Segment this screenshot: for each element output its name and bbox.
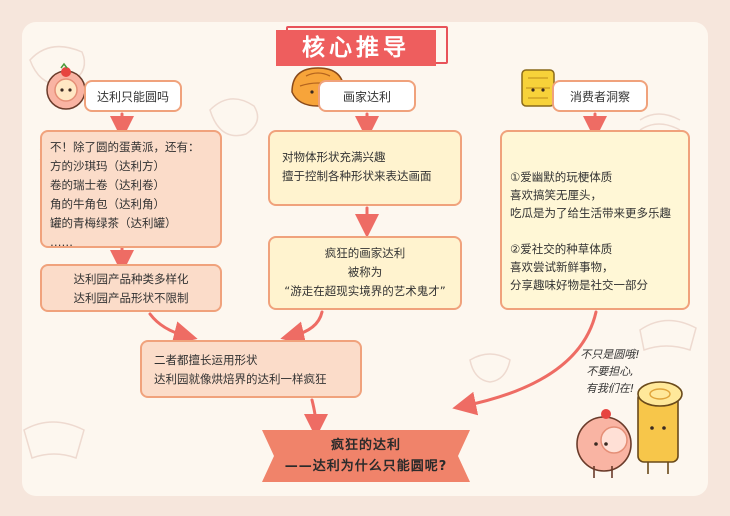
conclusion-line: ——达利为什么只能圆呢? <box>284 459 448 474</box>
box-line: 达利园就像烘焙界的达利一样疯狂 <box>154 372 327 386</box>
box-line: 二者都擅长运用形状 <box>154 353 258 367</box>
box-line: 疯狂的画家达利 <box>324 246 406 260</box>
question-dali-only-round: 达利只能圆吗 <box>84 80 182 112</box>
box-line: 喜欢搞笑无厘头， <box>510 188 602 202</box>
box-line: 不！除了圆的蛋黄派，还有： <box>50 140 200 154</box>
box-line: 喜欢尝试新鲜事物， <box>510 260 614 274</box>
arrow-col2-merge <box>280 310 324 345</box>
box-shape-interest: 对物体形状充满兴趣 擅于控制各种形状来表达画面 <box>268 130 462 206</box>
header-label: 消费者洞察 <box>569 89 630 104</box>
peach-cake-roll-icon <box>576 409 632 478</box>
box-line: ②爱社交的种草体质 <box>510 242 613 256</box>
box-line: 吃瓜是为了给生活带来更多乐趣 <box>510 206 671 220</box>
header-painter-dali: 画家达利 <box>318 80 416 112</box>
box-line: 卷的瑞士卷（达利卷） <box>50 178 165 192</box>
question-label: 达利只能圆吗 <box>96 89 169 104</box>
box-line: 达利园产品形状不限制 <box>73 291 189 305</box>
box-line: 角的牛角包（达利角） <box>50 197 165 211</box>
speech-line: 有我们在! <box>585 382 635 395</box>
box-line: 被称为 <box>347 265 383 279</box>
arrow-col1-merge <box>148 312 198 345</box>
conclusion-line: 疯狂的达利 <box>330 438 401 453</box>
speech-line: 不要担心, <box>586 365 634 378</box>
box-line: “游走在超现实境界的艺术鬼才” <box>284 284 446 298</box>
box-crazy-painter: 疯狂的画家达利 被称为 “游走在超现实境界的艺术鬼才” <box>268 236 462 310</box>
box-line: 擅于控制各种形状来表达画面 <box>282 169 432 183</box>
box-consumer-traits: ①爱幽默的玩梗体质 喜欢搞笑无厘头， 吃瓜是为了给生活带来更多乐趣 ②爱社交的种… <box>500 130 690 310</box>
box-line: 方的沙琪玛（达利方） <box>50 159 165 173</box>
speech-bubble: 不只是圆哦! 不要担心, 有我们在! <box>564 346 656 402</box>
speech-line: 不只是圆哦! <box>580 348 640 361</box>
box-line: 达利园产品种类多样化 <box>73 272 189 286</box>
title-banner: 核心推导 <box>276 26 448 66</box>
box-line: 罐的青梅绿茶（达利罐） <box>50 216 177 230</box>
box-other-shapes: 不！除了圆的蛋黄派，还有： 方的沙琪玛（达利方） 卷的瑞士卷（达利卷） 角的牛角… <box>40 130 222 249</box>
arrow-col3-final <box>452 310 598 416</box>
swiss-roll-icon <box>637 381 683 474</box>
header-label: 画家达利 <box>342 89 391 104</box>
box-line: 对物体形状充满兴趣 <box>282 150 386 164</box>
box-line: …… <box>50 235 73 249</box>
box-line: ①爱幽默的玩梗体质 <box>510 170 613 184</box>
box-merge: 二者都擅长运用形状 达利园就像烘焙界的达利一样疯狂 <box>140 340 362 398</box>
box-line: 分享趣味好物是社交一部分 <box>510 278 648 292</box>
arrow-merge-final <box>303 398 328 438</box>
header-consumer-insight: 消费者洞察 <box>552 80 648 112</box>
page-title: 核心推导 <box>276 30 436 66</box>
conclusion-banner: 疯狂的达利 ——达利为什么只能圆呢? <box>262 428 470 484</box>
box-product-variety: 达利园产品种类多样化 达利园产品形状不限制 <box>40 264 222 312</box>
banner-shape <box>262 430 470 482</box>
